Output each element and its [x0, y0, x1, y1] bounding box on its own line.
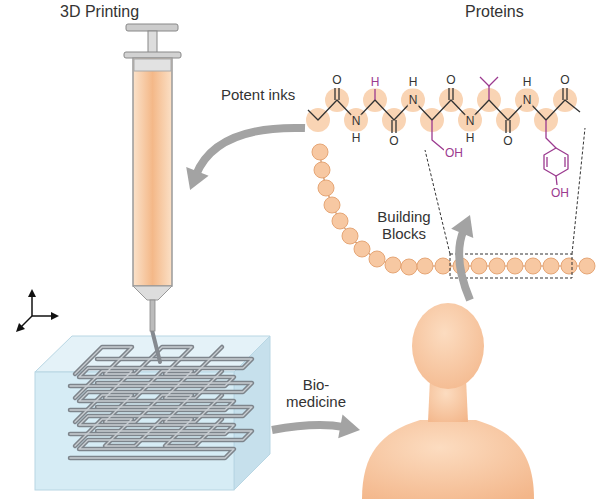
atom-label: H [351, 132, 362, 145]
panel-heading: 3D Printing [60, 3, 139, 21]
atom-label: O [388, 135, 399, 148]
edge-label: Bio- medicine [280, 376, 352, 410]
arrow-shaft [272, 425, 344, 430]
atom-label: OH [444, 147, 464, 160]
edge-label: Potent inks [220, 86, 296, 103]
edge-label: Building Blocks [372, 208, 436, 242]
atom-label: OH [550, 187, 570, 200]
panel-region: Proteins [305, 8, 595, 215]
printed-block [35, 336, 270, 490]
flow-arrow [451, 215, 473, 300]
panel-region [360, 300, 540, 499]
syringe [124, 24, 181, 362]
arrow-head [186, 167, 208, 190]
atom-label: O [502, 135, 513, 148]
atom-label: N [408, 94, 419, 107]
arrow-shaft [459, 230, 470, 300]
atom-label: H [370, 76, 381, 89]
axes-symbol [16, 289, 59, 332]
atom-label: H [522, 76, 533, 89]
flow-arrow [186, 128, 305, 190]
atom-label: N [465, 115, 476, 128]
zoom-box [425, 128, 585, 278]
side-chains [375, 77, 568, 185]
flow-arrow [272, 415, 360, 439]
panel-region: 3D Printing [20, 190, 272, 495]
panel-heading: Proteins [465, 3, 524, 21]
arrow-head [338, 415, 360, 439]
atom-label: O [559, 74, 570, 87]
atom-label: O [331, 74, 342, 87]
arrow-shaft [196, 128, 305, 175]
atom-label: N [351, 115, 362, 128]
atom-label: O [445, 74, 456, 87]
arrow-head [451, 215, 473, 238]
atom-label: H [408, 76, 419, 89]
atom-label: H [465, 132, 476, 145]
person-silhouette [362, 303, 534, 499]
atom-label: N [522, 94, 533, 107]
peptide-structure [308, 88, 580, 133]
bead-chain [312, 144, 595, 275]
